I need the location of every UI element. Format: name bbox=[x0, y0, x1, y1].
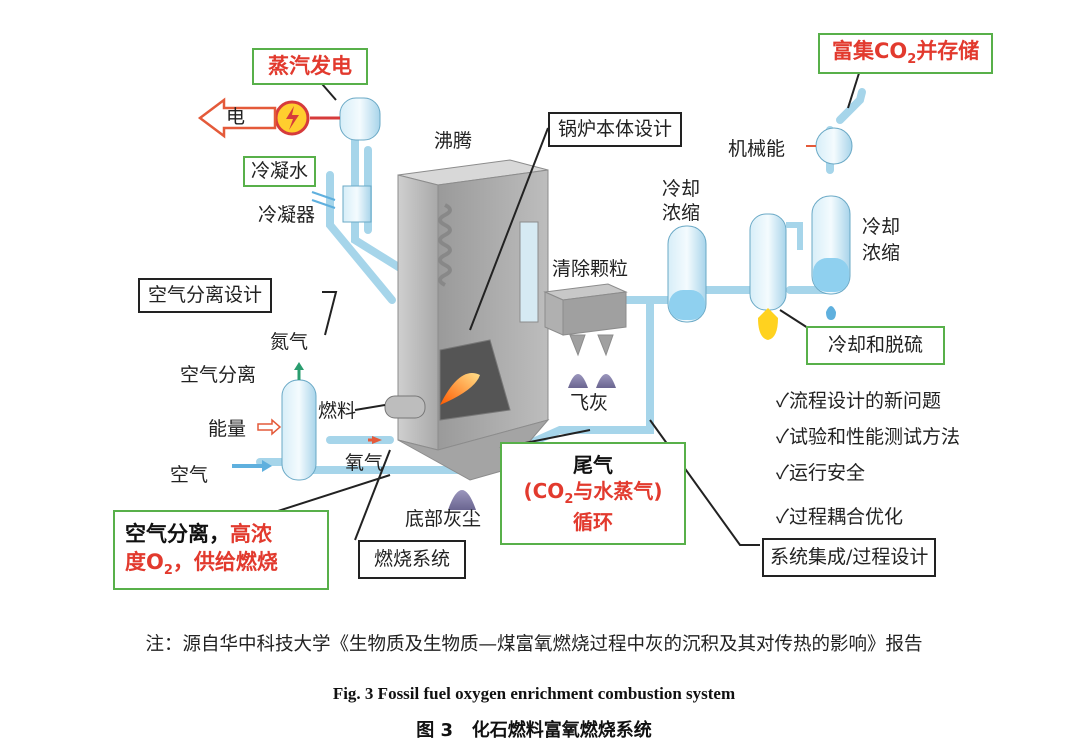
cooling-desulfurization-box: 冷却和脱硫 bbox=[806, 326, 946, 365]
condenser-label: 冷凝器 bbox=[258, 204, 316, 226]
energy-label: 能量 bbox=[208, 418, 247, 440]
system-integration-label: 系统集成/过程设计 bbox=[770, 546, 929, 568]
condenser bbox=[311, 185, 372, 223]
electricity-arrow bbox=[197, 97, 277, 139]
fly-ash-label: 飞灰 bbox=[570, 392, 609, 414]
boiler-design-box: 锅炉本体设计 bbox=[548, 112, 683, 147]
bottom-ash-label: 底部灰尘 bbox=[405, 508, 482, 530]
cooling-left-label-1: 冷却 bbox=[662, 178, 701, 200]
cooling-desulfurization-label: 冷却和脱硫 bbox=[828, 334, 924, 356]
cooling-right-label-1: 冷却 bbox=[862, 216, 901, 238]
cooling-tank-right bbox=[811, 195, 851, 320]
oxy-line1-red: 高浓 bbox=[230, 522, 272, 546]
electricity-label: 电 bbox=[226, 106, 246, 128]
cooling-left-label-2: 浓缩 bbox=[662, 202, 701, 224]
air-separation-design-box: 空气分离设计 bbox=[138, 278, 273, 313]
checklist-item-1: ✓流程设计的新问题 bbox=[776, 390, 941, 412]
steam-power-box: 蒸汽发电 bbox=[252, 48, 368, 85]
oxy-line2: 度O2，供给燃烧 bbox=[125, 548, 317, 580]
oxy-line1: 空气分离，高浓 bbox=[125, 520, 317, 548]
nitrogen-label: 氮气 bbox=[270, 331, 309, 353]
particle-removal-unit bbox=[543, 283, 628, 388]
oxy-line2-sub: 2 bbox=[163, 563, 173, 579]
fuel-label: 燃料 bbox=[318, 400, 357, 422]
co2-storage-box: 富集CO2并存储 bbox=[818, 33, 994, 75]
cooling-right-label-2: 浓缩 bbox=[862, 242, 901, 264]
co2-storage-pre: 富集CO bbox=[832, 39, 908, 63]
flue-gas-line2: (CO2与水蒸气) bbox=[506, 478, 680, 509]
checklist-item-4: ✓过程耦合优化 bbox=[776, 506, 903, 528]
bottom-ash-pile bbox=[448, 490, 476, 510]
condensate-label: 冷凝水 bbox=[251, 160, 309, 182]
flue-gas-line2-post: 与水蒸气) bbox=[573, 479, 663, 503]
oxygen-label: 氧气 bbox=[345, 452, 384, 474]
oxy-line2-post: ，供给燃烧 bbox=[172, 550, 278, 575]
combustion-system-box: 燃烧系统 bbox=[358, 540, 467, 579]
flue-gas-line3: 循环 bbox=[573, 509, 613, 534]
co2-compressor bbox=[806, 127, 853, 165]
air-separation-unit bbox=[232, 362, 382, 481]
air-label: 空气 bbox=[170, 464, 209, 486]
system-integration-box: 系统集成/过程设计 bbox=[762, 538, 937, 577]
air-separation-design-label: 空气分离设计 bbox=[148, 284, 263, 306]
condensate-box: 冷凝水 bbox=[243, 156, 317, 187]
combustion-system-label: 燃烧系统 bbox=[374, 548, 451, 570]
cooling-tank-middle bbox=[749, 213, 803, 340]
mechanical-energy-label: 机械能 bbox=[728, 138, 786, 160]
oxy-line2-pre: 度O bbox=[125, 550, 164, 575]
boiling-label: 沸腾 bbox=[434, 130, 473, 152]
co2-storage-post: 并存储 bbox=[916, 39, 980, 63]
cooling-tank-left bbox=[667, 225, 707, 323]
oxygen-supply-box: 空气分离，高浓 度O2，供给燃烧 bbox=[113, 510, 329, 591]
oxy-line1-black: 空气分离， bbox=[125, 522, 230, 546]
checklist-item-3: ✓运行安全 bbox=[776, 462, 865, 484]
steam-turbine bbox=[274, 97, 381, 141]
flue-gas-title: 尾气 bbox=[573, 453, 613, 477]
air-separation-label: 空气分离 bbox=[180, 364, 257, 386]
boiler-body bbox=[384, 159, 550, 481]
boiler-design-label: 锅炉本体设计 bbox=[558, 118, 673, 140]
caption-english: Fig. 3 Fossil fuel oxygen enrichment com… bbox=[332, 684, 736, 703]
particle-removal-label: 清除颗粒 bbox=[552, 258, 629, 280]
flue-gas-line2-sub: 2 bbox=[564, 492, 574, 507]
flue-gas-line2-pre: (CO bbox=[523, 479, 565, 503]
steam-power-label: 蒸汽发电 bbox=[268, 54, 352, 78]
checklist-item-2: ✓试验和性能测试方法 bbox=[776, 426, 960, 448]
flue-gas-box: 尾气 (CO2与水蒸气) 循环 bbox=[500, 442, 686, 545]
source-note: 注：源自华中科技大学《生物质及生物质—煤富氧燃烧过程中灰的沉积及其对传热的影响》… bbox=[145, 634, 923, 655]
caption-chinese: 图 3 化石燃料富氧燃烧系统 bbox=[416, 720, 652, 741]
co2-storage-sub: 2 bbox=[907, 52, 917, 68]
